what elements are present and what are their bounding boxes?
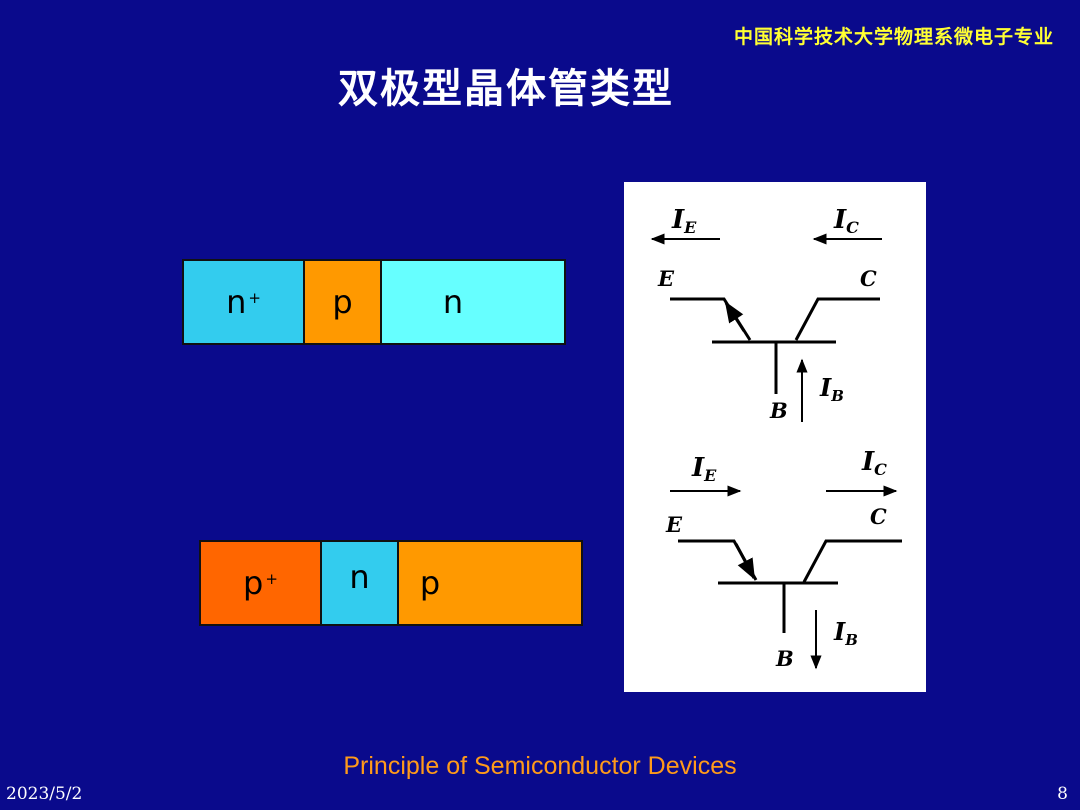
transistor-symbol-panel: IE IC E C IB B IE IC E C <box>624 182 926 692</box>
npn-layer-stack: n+ p n <box>182 259 566 345</box>
npn-emitter-arrowhead <box>724 301 746 332</box>
pnp-collector-label: p <box>419 564 441 602</box>
npn-ie-label: IE <box>671 205 697 237</box>
slide-title-text: 双极型晶体管类型 <box>338 65 674 112</box>
npn-symbol: IE IC E C IB B <box>650 205 882 423</box>
npn-emitter-doping-sup: + <box>248 289 261 307</box>
pnp-ib-label: IB <box>833 617 858 649</box>
npn-emitter-terminal-label: E <box>657 266 675 291</box>
pnp-collector-lead <box>802 539 902 583</box>
transistor-symbols-svg: IE IC E C IB B IE IC E C <box>650 205 902 671</box>
slide-date: 2023/5/2 <box>6 784 83 804</box>
npn-ic-label: IC <box>833 205 859 237</box>
pnp-emitter-label: p <box>243 564 264 602</box>
pnp-base-label: n <box>349 558 370 596</box>
pnp-emitter-terminal-label: E <box>665 512 683 537</box>
pnp-emitter-arrowhead <box>734 543 756 580</box>
npn-collector-label: n <box>442 283 464 321</box>
organization-label: 中国科学技术大学物理系微电子专业 <box>733 26 1054 48</box>
npn-collector-terminal-label: C <box>860 266 877 291</box>
pnp-base-layer: n <box>320 542 397 624</box>
npn-emitter-layer: n+ <box>184 261 303 343</box>
slide-title: 双极型晶体管类型 <box>0 56 1080 114</box>
pnp-layer-stack: p+ n p <box>199 540 583 626</box>
npn-base-terminal-label: B <box>769 398 788 423</box>
slide-page-number: 8 <box>1057 784 1068 804</box>
pnp-collector-terminal-label: C <box>870 504 887 529</box>
pnp-ie-label: IE <box>691 453 717 485</box>
pnp-symbol: IE IC E C IB B <box>665 447 902 671</box>
npn-collector-lead <box>794 297 880 341</box>
pnp-collector-layer: p <box>397 542 581 624</box>
npn-emitter-label: n <box>226 283 247 321</box>
pnp-emitter-doping-sup: + <box>265 570 278 588</box>
npn-base-label: p <box>332 283 353 321</box>
pnp-emitter-layer: p+ <box>201 542 320 624</box>
npn-collector-layer: n <box>380 261 564 343</box>
npn-base-layer: p <box>303 261 380 343</box>
pnp-ic-label: IC <box>861 447 887 479</box>
course-footer: Principle of Semiconductor Devices <box>343 752 737 780</box>
npn-ib-label: IB <box>819 373 844 405</box>
pnp-base-terminal-label: B <box>775 646 794 671</box>
